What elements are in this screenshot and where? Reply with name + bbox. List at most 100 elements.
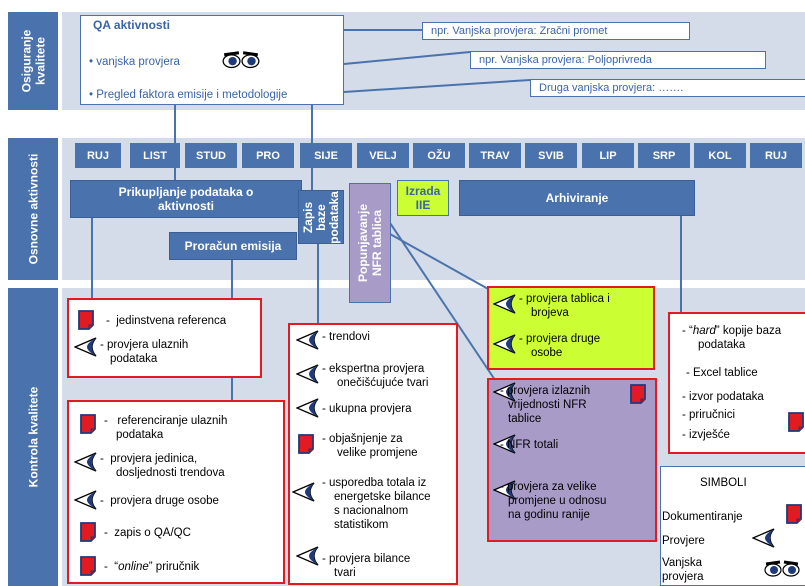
qc2-text-4: - zapis o QA/QC	[104, 527, 191, 539]
qc2-text-2b: dosljednosti trendova	[116, 467, 225, 479]
activity-nfr-tables-text: Popunjavanje NFR tablica	[356, 203, 384, 283]
check-icon	[296, 398, 320, 418]
qc-box-6	[668, 312, 805, 454]
qc6-text-1: - “hard” kopije baza	[682, 325, 782, 337]
callout-air-transport: npr. Vanjska provjera: Zračni promet	[422, 22, 690, 40]
month-2: STUD	[185, 143, 237, 168]
check-icon	[296, 330, 320, 350]
activity-archiving-text: Arhiviranje	[545, 191, 609, 205]
qc2-text-2: - provjera jedinica,	[100, 453, 198, 465]
month-0: RUJ	[75, 143, 121, 168]
qc3-text-1: - trendovi	[322, 331, 370, 343]
activity-database-entry: Zapis baze podataka	[298, 190, 344, 244]
activity-emission-calculation-text: Proračun emisija	[184, 239, 282, 253]
activity-archiving: Arhiviranje	[459, 180, 695, 216]
qc3-text-6b: tvari	[334, 567, 356, 579]
documentation-icon	[786, 504, 802, 524]
qc4-text-2: - provjera druge	[519, 333, 601, 345]
qc4-text-2b: osobe	[531, 347, 563, 359]
documentation-icon	[78, 310, 94, 330]
check-icon	[74, 337, 98, 357]
qc5-text-3: - provjera za velike	[500, 481, 597, 493]
qc1-text-1: - jedinstvena referenca	[106, 315, 227, 327]
qc2-text-5: - “online” priručnik	[104, 561, 200, 573]
qc4-text-1: - provjera tablica i	[519, 293, 610, 305]
check-icon	[74, 490, 98, 510]
external-check-icon	[220, 46, 262, 70]
activity-emission-calculation: Proračun emisija	[169, 232, 297, 260]
documentation-icon	[788, 412, 804, 432]
activity-database-entry-text: Zapis baze podataka	[300, 190, 341, 244]
month-4: SIJE	[300, 143, 352, 168]
callout-agriculture-text: npr. Vanjska provjera: Poljoprivreda	[479, 54, 652, 66]
activity-data-collection: Prikupljanje podataka o aktivnosti	[70, 180, 302, 218]
qc-box-2	[67, 400, 285, 584]
month-6: OŽU	[413, 143, 465, 168]
month-12: RUJ	[750, 143, 802, 168]
month-3: PRO	[242, 143, 294, 168]
qc3-text-5: - usporedba totala iz	[322, 477, 427, 489]
legend-check-label: Provjere	[662, 535, 705, 547]
activity-iie-text: Izrada IIE	[405, 184, 441, 212]
documentation-icon	[80, 522, 96, 542]
qc5-text-3b: promjene u odnosu	[508, 495, 607, 507]
qc-box-5	[487, 378, 657, 542]
qc1-text-2b: podataka	[110, 353, 158, 365]
qc5-text-2: - NFR totali	[500, 439, 559, 451]
documentation-icon	[80, 556, 96, 576]
qc2-text-3: - provjera druge osobe	[100, 495, 219, 507]
check-icon	[296, 364, 320, 384]
check-icon	[752, 528, 776, 548]
qc3-text-5d: statistikom	[334, 519, 389, 531]
legend-external-label: Vanjska	[662, 557, 703, 569]
qc6-text-4: - priručnici	[682, 409, 736, 421]
legend-external-label-2: provjera	[662, 571, 704, 583]
qc5-text-1c: tablice	[508, 413, 542, 425]
qc5-text-1b: vrijednosti NFR	[508, 399, 587, 411]
row-label-qa: Osiguranje kvalitete	[8, 12, 58, 110]
month-11: KOL	[694, 143, 746, 168]
qc5-text-3c: na godinu ranije	[508, 509, 590, 521]
qa-activities-title: QA aktivnosti	[93, 18, 170, 32]
qc3-text-2b: onečišćujuće tvari	[337, 377, 429, 389]
qc3-text-4: - objašnjenje za	[322, 433, 403, 445]
qc3-text-3: - ukupna provjera	[322, 403, 412, 415]
month-5: VELJ	[357, 143, 409, 168]
documentation-icon	[630, 384, 646, 404]
qc2-text-1b: podataka	[116, 429, 164, 441]
legend-box	[660, 466, 805, 586]
activity-data-collection-text: Prikupljanje podataka o aktivnosti	[118, 185, 254, 213]
callout-agriculture: npr. Vanjska provjera: Poljoprivreda	[470, 51, 766, 69]
qc3-text-2: - ekspertna provjera	[322, 363, 425, 375]
qc6-text-5: - izvješće	[682, 429, 730, 441]
qc3-text-5b: energetske bilance	[334, 491, 431, 503]
month-1: LIST	[130, 143, 180, 168]
legend-doc-label: Dokumentiranje	[662, 511, 743, 523]
month-8: SVIB	[525, 143, 577, 168]
qc-box-1	[67, 298, 262, 378]
qc-box-4	[487, 286, 655, 370]
callout-other-text: Druga vanjska provjera: …….	[539, 82, 684, 94]
row-label-qc: Kontrola kvalitete	[8, 288, 58, 586]
qc6-text-2: - Excel tablice	[686, 367, 758, 379]
qa-activities-box	[80, 15, 344, 105]
row-label-activities: Osnovne aktivnosti	[8, 138, 58, 280]
qc5-text-1: - provjera izlaznih	[500, 385, 591, 397]
qa-item-external: • vanjska provjera	[89, 56, 180, 68]
month-7: TRAV	[469, 143, 521, 168]
check-icon	[74, 452, 98, 472]
qc3-text-6: - provjera bilance	[322, 553, 411, 565]
activity-nfr-tables: Popunjavanje NFR tablica	[349, 183, 391, 303]
qc2-text-1: - referenciranje ulaznih	[104, 415, 228, 427]
callout-air-transport-text: npr. Vanjska provjera: Zračni promet	[431, 25, 608, 37]
qc4-text-1b: brojeva	[531, 307, 569, 319]
check-icon	[493, 334, 517, 354]
qa-item-review: • Pregled faktora emisije i metodologije	[89, 89, 288, 101]
qc3-text-4b: velike promjene	[337, 447, 418, 459]
month-10: SRP	[638, 143, 690, 168]
check-icon	[493, 294, 517, 314]
callout-other: Druga vanjska provjera: …….	[530, 79, 805, 97]
activity-iie: Izrada IIE	[397, 180, 449, 216]
external-check-icon	[762, 556, 802, 578]
check-icon	[292, 482, 316, 502]
